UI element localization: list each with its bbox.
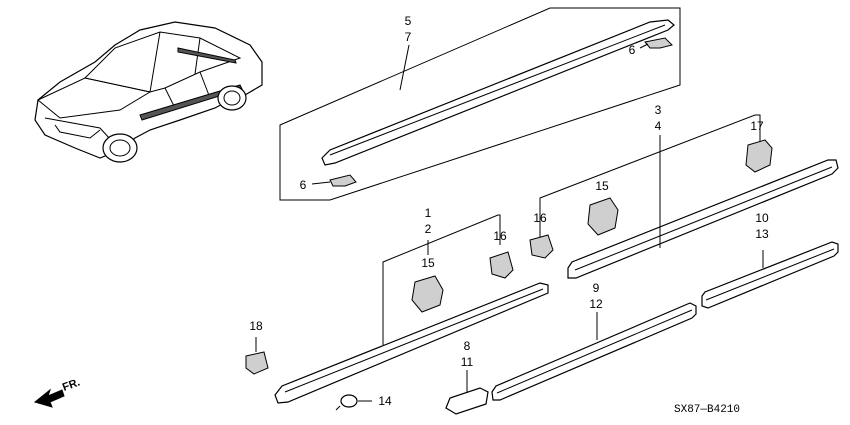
clip-16-front <box>489 251 514 279</box>
label-14: 14 <box>378 394 392 408</box>
label-18: 18 <box>249 319 263 333</box>
fastener-18: 18 <box>245 319 269 375</box>
label-16-front: 16 <box>493 229 507 243</box>
front-protector: 9 12 <box>491 281 697 401</box>
direction-label: FR. <box>61 376 82 393</box>
label-13: 13 <box>755 227 769 241</box>
label-7: 7 <box>405 30 412 44</box>
label-10: 10 <box>755 211 769 225</box>
label-6-lower: 6 <box>300 178 307 192</box>
label-9: 9 <box>593 281 600 295</box>
diagram-code: SX87—B4210 <box>674 404 740 416</box>
label-15-rear: 15 <box>595 179 609 193</box>
label-8: 8 <box>464 339 471 353</box>
group-bracket <box>382 214 501 345</box>
label-5: 5 <box>405 14 412 28</box>
end-cap: 8 11 <box>445 339 489 415</box>
label-17: 17 <box>750 119 764 133</box>
label-1: 1 <box>425 206 432 220</box>
label-4: 4 <box>655 119 662 133</box>
rear-protector: 10 13 <box>701 211 839 309</box>
label-12: 12 <box>589 297 603 311</box>
label-2: 2 <box>425 222 432 236</box>
front-door-molding-group: 1 2 16 15 <box>274 206 549 404</box>
roof-clip-lower <box>329 174 357 187</box>
front-door-molding <box>274 282 549 404</box>
label-16-rear: 16 <box>533 211 547 225</box>
clip-17 <box>745 139 773 173</box>
roof-molding <box>321 19 675 166</box>
label-15-front: 15 <box>421 256 435 270</box>
label-11: 11 <box>461 355 474 369</box>
label-6-upper: 6 <box>629 43 636 57</box>
roof-molding-group: 5 7 6 6 <box>279 7 681 201</box>
front-direction-arrow: FR. <box>33 376 82 408</box>
car-illustration <box>34 21 263 163</box>
group-outline <box>279 7 681 201</box>
group-bracket <box>539 114 761 240</box>
clip-16-rear <box>529 234 554 259</box>
roof-clip-upper <box>644 37 673 49</box>
rear-door-molding-group: 3 4 17 15 16 <box>529 103 839 279</box>
label-3: 3 <box>655 103 662 117</box>
clip-15-front <box>411 275 444 313</box>
clip-15-rear <box>587 197 619 236</box>
fastener-14: 14 <box>335 394 392 411</box>
